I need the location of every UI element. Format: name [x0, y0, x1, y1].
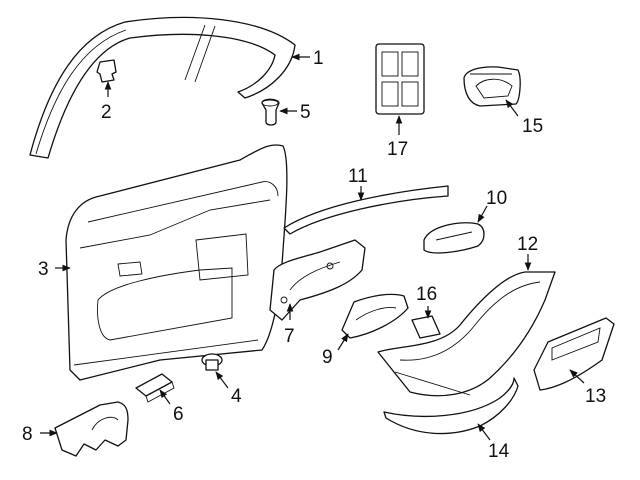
callout-3: 3	[38, 259, 49, 280]
part-14-lower-trim	[383, 377, 519, 435]
part-16-small-bracket	[411, 315, 441, 339]
part-9-handle	[341, 293, 409, 339]
part-2-clip	[96, 59, 117, 83]
callout-2: 2	[101, 102, 112, 123]
callout-6: 6	[173, 404, 184, 425]
callout-15: 15	[522, 116, 543, 137]
callout-labels: 1 2 5 3 4 6 7 8 9 10 11 12 13 14 15 16 1…	[22, 48, 606, 462]
callout-14: 14	[488, 441, 510, 462]
part-4-fastener	[201, 353, 223, 371]
part-5-grommet	[261, 98, 280, 126]
part-12-armrest	[377, 271, 556, 397]
callout-17: 17	[387, 139, 408, 160]
part-17-window-switch	[375, 43, 425, 115]
callout-10: 10	[486, 188, 507, 209]
callout-16: 16	[416, 284, 437, 305]
part-6-cover	[135, 373, 175, 403]
part-3-door-panel	[65, 144, 288, 381]
callout-4: 4	[231, 386, 242, 407]
part-8-bracket	[54, 401, 129, 457]
callout-13: 13	[585, 386, 606, 407]
part-10-handle-insert	[423, 222, 485, 254]
callout-1: 1	[313, 48, 324, 69]
part-15-seat-switch	[463, 66, 521, 107]
part-11-trim-strip	[283, 185, 449, 235]
leader-lines	[40, 53, 585, 441]
callout-11: 11	[348, 166, 368, 187]
callout-8: 8	[22, 424, 33, 445]
callout-5: 5	[300, 102, 311, 123]
part-7-handle-bezel	[269, 239, 366, 321]
callout-9: 9	[322, 347, 333, 368]
part-1-window-trim	[29, 16, 296, 159]
callout-7: 7	[284, 326, 295, 347]
callout-12: 12	[517, 234, 538, 255]
part-13-switch-housing	[533, 317, 615, 391]
